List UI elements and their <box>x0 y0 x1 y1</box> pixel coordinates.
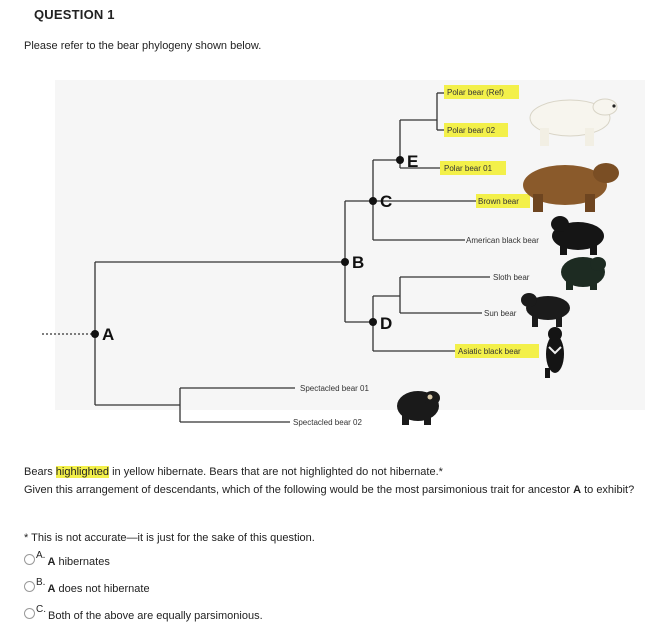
highlight-polar-01 <box>440 161 506 175</box>
highlight-polar-ref <box>444 85 519 99</box>
choice-c-letter: C. <box>36 604 46 615</box>
question-intro: Please refer to the bear phylogeny shown… <box>24 40 262 52</box>
taxon-label-sloth: Sloth bear <box>493 273 530 282</box>
choice-a-letter: A. <box>36 550 46 561</box>
choice-b-text: does not hibernate <box>55 583 150 595</box>
node-d-dot <box>369 318 377 326</box>
sun-bear-image <box>521 293 570 327</box>
taxon-label-sun: Sun bear <box>484 309 517 318</box>
highlight-brown <box>476 194 530 208</box>
taxon-label-polar-02: Polar bear 02 <box>447 126 496 135</box>
taxon-label-brown: Brown bear <box>478 197 519 206</box>
tree-nodes <box>91 156 404 338</box>
question-title: QUESTION 1 <box>34 7 115 22</box>
choice-c-radio[interactable] <box>24 608 35 619</box>
taxon-label-asiatic: Asiatic black bear <box>458 347 521 356</box>
choice-c[interactable]: C. Both of the above are equally parsimo… <box>24 604 263 622</box>
taxon-label-polar-ref: Polar bear (Ref) <box>447 88 504 97</box>
choice-b[interactable]: B. A does not hibernate <box>24 577 150 595</box>
taxon-label-spectacled-02: Spectacled bear 02 <box>293 418 362 427</box>
spectacled-bear-image <box>397 391 440 425</box>
taxon-highlights <box>440 85 539 358</box>
choice-a[interactable]: A. A hibernates <box>24 550 110 568</box>
question-prompt-start: Given this arrangement of descendants, w… <box>24 484 574 496</box>
brown-bear-image <box>523 163 619 212</box>
node-b-label: B <box>352 253 364 272</box>
node-e-label: E <box>407 152 418 171</box>
choice-a-radio[interactable] <box>24 554 35 565</box>
hibernation-statement-end: in yellow hibernate. Bears that are not … <box>109 466 443 478</box>
choice-b-label: A does not hibernate <box>47 583 149 595</box>
node-d-label: D <box>380 314 392 333</box>
asiatic-black-bear-image <box>545 327 564 378</box>
choice-a-text: hibernates <box>55 556 110 568</box>
phylogeny-figure: A B C D E Polar bear (Ref) Polar bear 02… <box>0 70 661 450</box>
choice-c-text: Both of the above are equally parsimonio… <box>48 610 263 622</box>
choice-a-label: A hibernates <box>47 556 109 568</box>
question-prompt: Given this arrangement of descendants, w… <box>24 484 639 497</box>
phylogeny-tree: A B C D E Polar bear (Ref) Polar bear 02… <box>42 80 645 427</box>
node-a-dot <box>91 330 99 338</box>
highlight-polar-02 <box>444 123 508 137</box>
american-black-bear-image <box>551 216 604 255</box>
node-b-dot <box>341 258 349 266</box>
polar-bear-image <box>529 98 618 146</box>
node-c-dot <box>369 197 377 205</box>
choice-b-bold: A <box>47 583 56 595</box>
node-a-label: A <box>102 325 114 344</box>
ancestor-label: A <box>573 484 582 496</box>
taxon-label-spectacled-01: Spectacled bear 01 <box>300 384 369 393</box>
choice-b-radio[interactable] <box>24 581 35 592</box>
choice-c-label: Both of the above are equally parsimonio… <box>48 610 263 622</box>
choice-a-bold: A <box>47 556 56 568</box>
taxon-label-american-black: American black bear <box>466 236 539 245</box>
hibernation-statement: Bears highlighted in yellow hibernate. B… <box>24 466 443 479</box>
node-c-label: C <box>380 192 392 211</box>
hibernation-statement-start: Bears <box>24 466 56 478</box>
node-e-dot <box>396 156 404 164</box>
footnote: * This is not accurate—it is just for th… <box>24 532 315 544</box>
question-prompt-end: to exhibit? <box>581 484 635 496</box>
choice-b-letter: B. <box>36 577 46 588</box>
highlight-asiatic <box>455 344 539 358</box>
sloth-bear-image <box>561 257 606 290</box>
taxon-label-polar-01: Polar bear 01 <box>444 164 493 173</box>
highlighted-word: highlighted <box>55 466 110 478</box>
